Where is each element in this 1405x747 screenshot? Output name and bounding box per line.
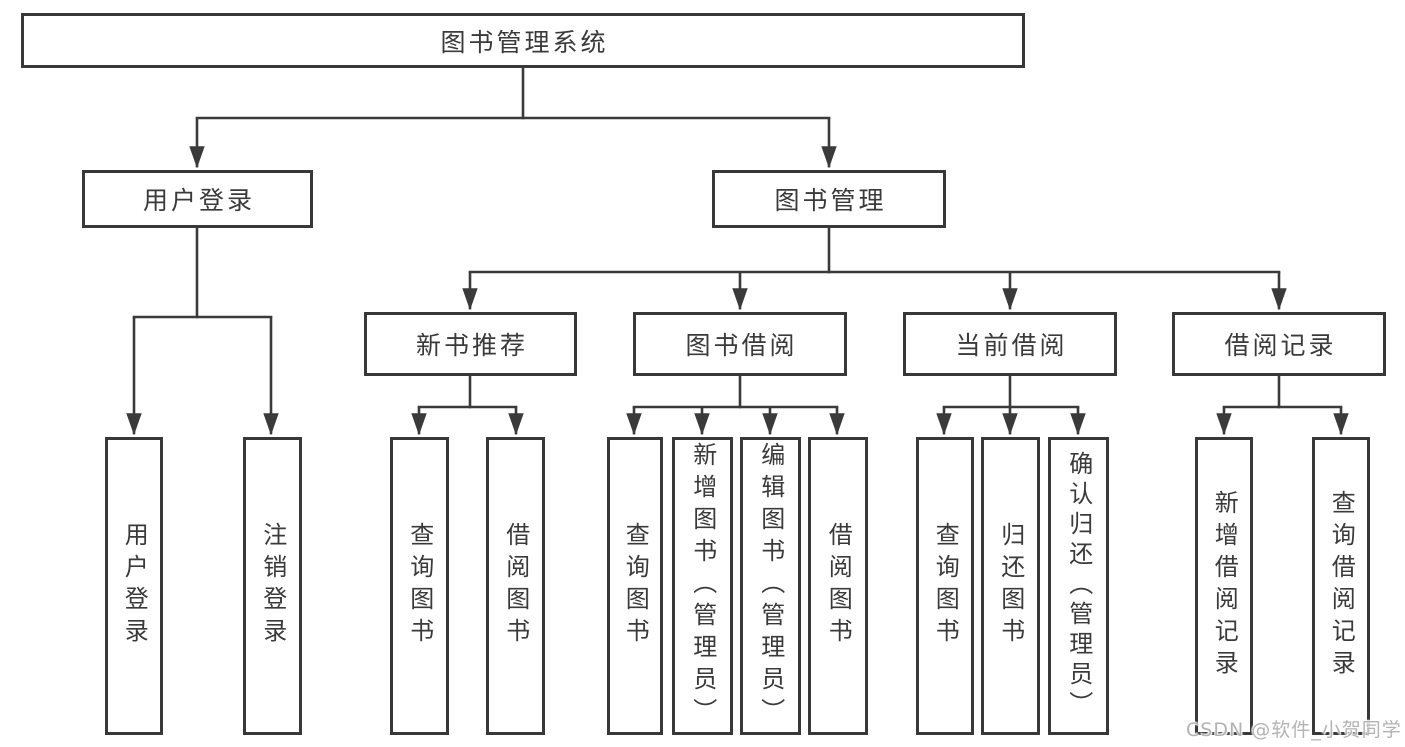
leaf-label: 确认归还（管理员）	[1064, 451, 1093, 721]
csdn-watermark: CSDN @软件_小贺同学	[1186, 719, 1402, 741]
node-label: 图书管理系统	[440, 27, 609, 57]
node-label: 图书管理	[774, 186, 887, 215]
leaf-label: 注销登录	[258, 522, 287, 650]
node-new-book-recommendation: 新书推荐	[364, 312, 577, 376]
node-borrowing-records: 借阅记录	[1172, 312, 1386, 376]
leaf-query-borrow-record: 查询借阅记录	[1312, 437, 1370, 735]
leaf-label: 查询图书	[621, 522, 650, 650]
leaf-label: 查询图书	[931, 522, 960, 650]
leaf-label: 查询借阅记录	[1327, 490, 1356, 682]
node-user-login: 用户登录	[82, 170, 313, 228]
node-label: 图书借阅	[685, 331, 798, 360]
leaf-label: 新增借阅记录	[1210, 490, 1239, 682]
leaf-label: 归还图书	[996, 522, 1025, 650]
leaf-label: 借阅图书	[501, 522, 530, 650]
node-library-management-system: 图书管理系统	[21, 13, 1025, 68]
leaf-borrow-books: 借阅图书	[486, 437, 545, 735]
leaf-label: 查询图书	[405, 522, 434, 650]
node-book-borrowing: 图书借阅	[633, 312, 847, 376]
leaf-query-books: 查询图书	[916, 437, 974, 735]
leaf-query-books: 查询图书	[390, 437, 449, 735]
node-book-management: 图书管理	[712, 170, 946, 228]
node-label: 借阅记录	[1224, 331, 1337, 360]
leaf-edit-books-admin: 编辑图书（管理员）	[740, 437, 801, 735]
leaf-query-books: 查询图书	[607, 437, 663, 735]
leaf-label: 新增图书（管理员）	[688, 442, 717, 730]
leaf-confirm-return-admin: 确认归还（管理员）	[1048, 437, 1109, 735]
leaf-label: 用户登录	[120, 522, 149, 650]
leaf-add-borrow-record: 新增借阅记录	[1195, 437, 1253, 735]
leaf-label: 编辑图书（管理员）	[756, 442, 785, 730]
node-current-borrowing: 当前借阅	[903, 312, 1117, 376]
node-label: 新书推荐	[415, 331, 528, 360]
leaf-label: 借阅图书	[824, 522, 853, 650]
leaf-logout: 注销登录	[243, 437, 302, 735]
leaf-add-books-admin: 新增图书（管理员）	[672, 437, 733, 735]
leaf-user-login: 用户登录	[105, 437, 163, 735]
node-label: 当前借阅	[955, 331, 1068, 360]
leaf-return-books: 归还图书	[981, 437, 1040, 735]
node-label: 用户登录	[142, 186, 255, 215]
leaf-borrow-books: 借阅图书	[808, 437, 868, 735]
